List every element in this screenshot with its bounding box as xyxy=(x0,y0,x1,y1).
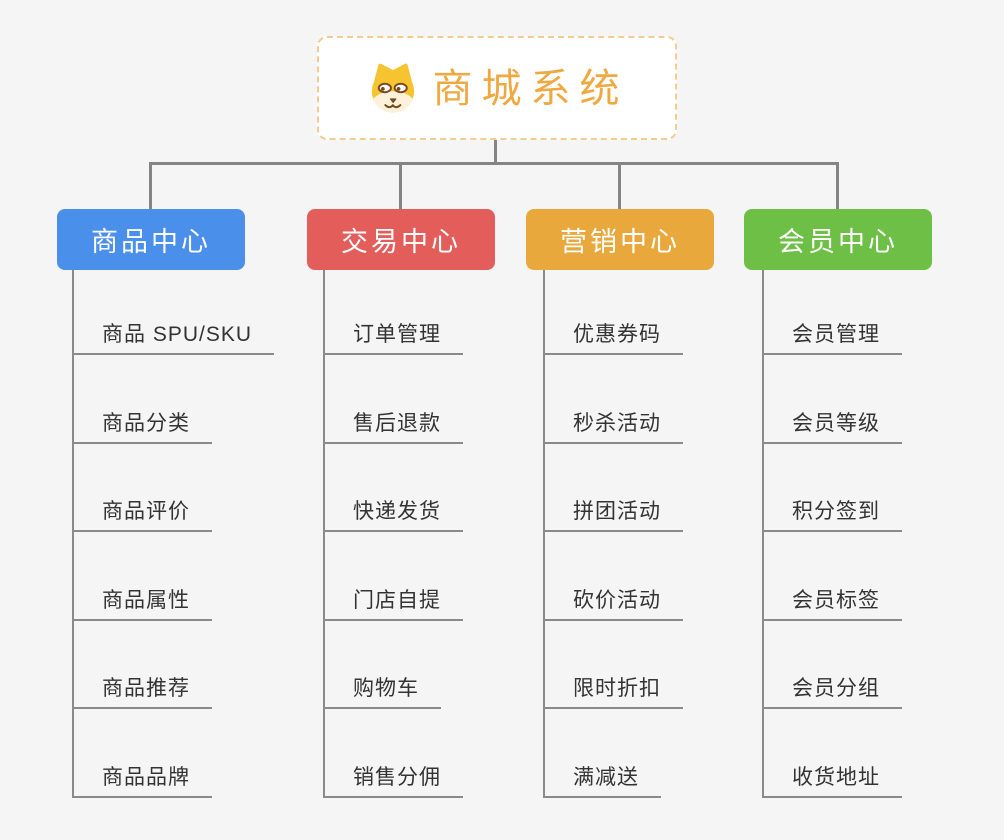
connector-drop-members xyxy=(836,162,839,209)
connector-drop-products xyxy=(149,162,152,209)
leaf-item[interactable]: 门店自提 xyxy=(323,577,463,621)
leaf-item[interactable]: 商品分类 xyxy=(72,400,212,444)
connector-drop-marketing xyxy=(618,162,621,209)
leaf-item[interactable]: 商品品牌 xyxy=(72,754,212,798)
leaf-item[interactable]: 拼团活动 xyxy=(543,488,683,532)
connector-trunk xyxy=(72,270,74,798)
leaf-item[interactable]: 秒杀活动 xyxy=(543,400,683,444)
connector-trunk xyxy=(762,270,764,798)
leaf-item[interactable]: 积分签到 xyxy=(762,488,902,532)
leaf-item[interactable]: 快递发货 xyxy=(323,488,463,532)
connector-trunk xyxy=(543,270,545,798)
leaf-item[interactable]: 商品属性 xyxy=(72,577,212,621)
branch-label: 商品中心 xyxy=(91,227,211,257)
connector-horizontal-bus xyxy=(149,162,839,165)
root-label: 商城系统 xyxy=(432,67,629,111)
leaf-item[interactable]: 购物车 xyxy=(323,665,441,709)
leaf-item[interactable]: 限时折扣 xyxy=(543,665,683,709)
branch-label: 会员中心 xyxy=(778,227,898,257)
connector-drop-trade xyxy=(399,162,402,209)
branch-node-trade-center[interactable]: 交易中心 xyxy=(307,209,495,270)
connector-trunk xyxy=(323,270,325,798)
branch-node-member-center[interactable]: 会员中心 xyxy=(744,209,932,270)
root-node-mall-system[interactable]: 商城系统 xyxy=(317,36,677,140)
leaf-item[interactable]: 销售分佣 xyxy=(323,754,463,798)
leaf-item[interactable]: 会员分组 xyxy=(762,665,902,709)
leaf-item[interactable]: 砍价活动 xyxy=(543,577,683,621)
branch-label: 交易中心 xyxy=(341,227,461,257)
leaf-item[interactable]: 商品 SPU/SKU xyxy=(72,311,275,355)
leaf-item[interactable]: 优惠券码 xyxy=(543,311,683,355)
dog-face-icon xyxy=(366,62,420,114)
leaf-item[interactable]: 会员标签 xyxy=(762,577,902,621)
leaf-item[interactable]: 会员等级 xyxy=(762,400,902,444)
leaf-item[interactable]: 收货地址 xyxy=(762,754,902,798)
branch-node-marketing-center[interactable]: 营销中心 xyxy=(526,209,714,270)
leaf-item[interactable]: 满减送 xyxy=(543,754,661,798)
leaf-item[interactable]: 会员管理 xyxy=(762,311,902,355)
leaf-item[interactable]: 订单管理 xyxy=(323,311,463,355)
branch-label: 营销中心 xyxy=(560,227,680,257)
leaf-item[interactable]: 售后退款 xyxy=(323,400,463,444)
connector-root-stub xyxy=(494,140,497,165)
leaf-item[interactable]: 商品评价 xyxy=(72,488,212,532)
leaf-item[interactable]: 商品推荐 xyxy=(72,665,212,709)
branch-node-product-center[interactable]: 商品中心 xyxy=(57,209,245,270)
